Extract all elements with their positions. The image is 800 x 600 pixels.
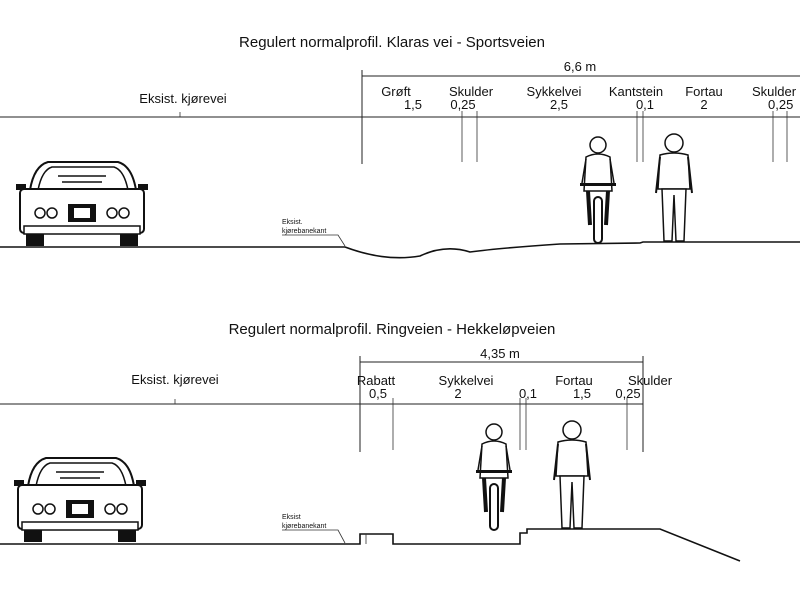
car-icon: [14, 457, 146, 542]
cyclist-icon: [580, 136, 616, 244]
pedestrian-icon: [553, 420, 591, 529]
segment-name: Kantstein: [609, 84, 663, 99]
segment-width: 0,25: [450, 97, 475, 112]
curb-label-line-2: kjørebanekant: [282, 523, 326, 530]
segment-name: Skulder: [752, 84, 797, 99]
segment-name: Skulder: [628, 373, 673, 388]
segment-width: 2: [700, 97, 707, 112]
profile-1-total-width: 6,6 m: [564, 59, 597, 74]
pedestrian-icon: [655, 133, 693, 242]
curb-label-line-2: kjørebanekant: [282, 228, 326, 235]
profile-2-title: Regulert normalprofil. Ringveien - Hekke…: [229, 321, 556, 338]
curb-label-leader: [282, 234, 346, 247]
segment-width: 2: [454, 386, 461, 401]
segment-name: Sykkelvei: [439, 373, 494, 388]
curb-label-leader: [282, 529, 346, 544]
segment-width: 0,1: [636, 97, 654, 112]
profile-1-title: Regulert normalprofil. Klaras vei - Spor…: [239, 34, 545, 51]
segment-width: 0,25: [768, 97, 793, 112]
profile-2-segment-ticks: [392, 398, 628, 450]
segment-width: 1,5: [573, 386, 591, 401]
car-icon: [16, 161, 148, 246]
segment-width: 2,5: [550, 97, 568, 112]
profile-1-segment-ticks: [461, 111, 788, 162]
profile-2-ground-line: [0, 528, 741, 562]
curb-label-line-1: Eksist.: [282, 219, 303, 226]
segment-width: 0,5: [369, 386, 387, 401]
segment-width: 0,1: [519, 386, 537, 401]
segment-name: Sykkelvei: [527, 84, 582, 99]
curb-label-line-1: Eksist: [282, 514, 301, 521]
segment-name: Skulder: [449, 84, 494, 99]
segment-name: Fortau: [685, 84, 723, 99]
segment-name: Fortau: [555, 373, 593, 388]
profile-1: Regulert normalprofil. Klaras vei - Spor…: [0, 34, 800, 259]
profile-2: Regulert normalprofil. Ringveien - Hekke…: [0, 321, 741, 562]
profile-2-left-label: Eksist. kjørevei: [131, 372, 219, 387]
segment-width: 0,25: [615, 386, 640, 401]
profile-1-left-label: Eksist. kjørevei: [139, 91, 227, 106]
cyclist-icon: [476, 423, 512, 531]
segment-name: Rabatt: [357, 373, 396, 388]
segment-name: Grøft: [381, 84, 411, 99]
profile-1-ground-line: [0, 241, 800, 259]
profile-2-total-width: 4,35 m: [480, 346, 520, 361]
segment-width: 1,5: [404, 97, 422, 112]
